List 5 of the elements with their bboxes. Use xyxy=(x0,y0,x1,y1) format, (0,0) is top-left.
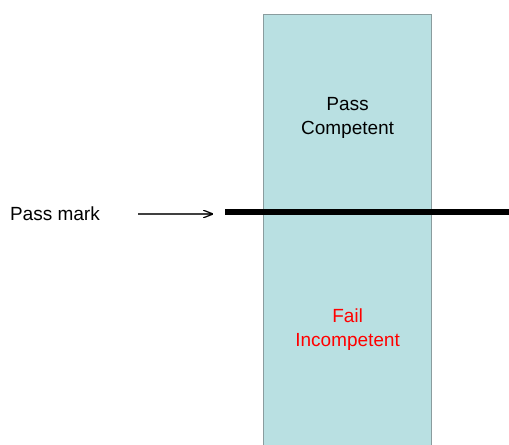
pass-mark-label: Pass mark xyxy=(10,203,100,227)
column-label: Pass Competent xyxy=(300,93,395,141)
arrow xyxy=(138,209,214,219)
column-label: Fail Incompetent xyxy=(294,305,401,353)
competence-column xyxy=(263,14,432,445)
